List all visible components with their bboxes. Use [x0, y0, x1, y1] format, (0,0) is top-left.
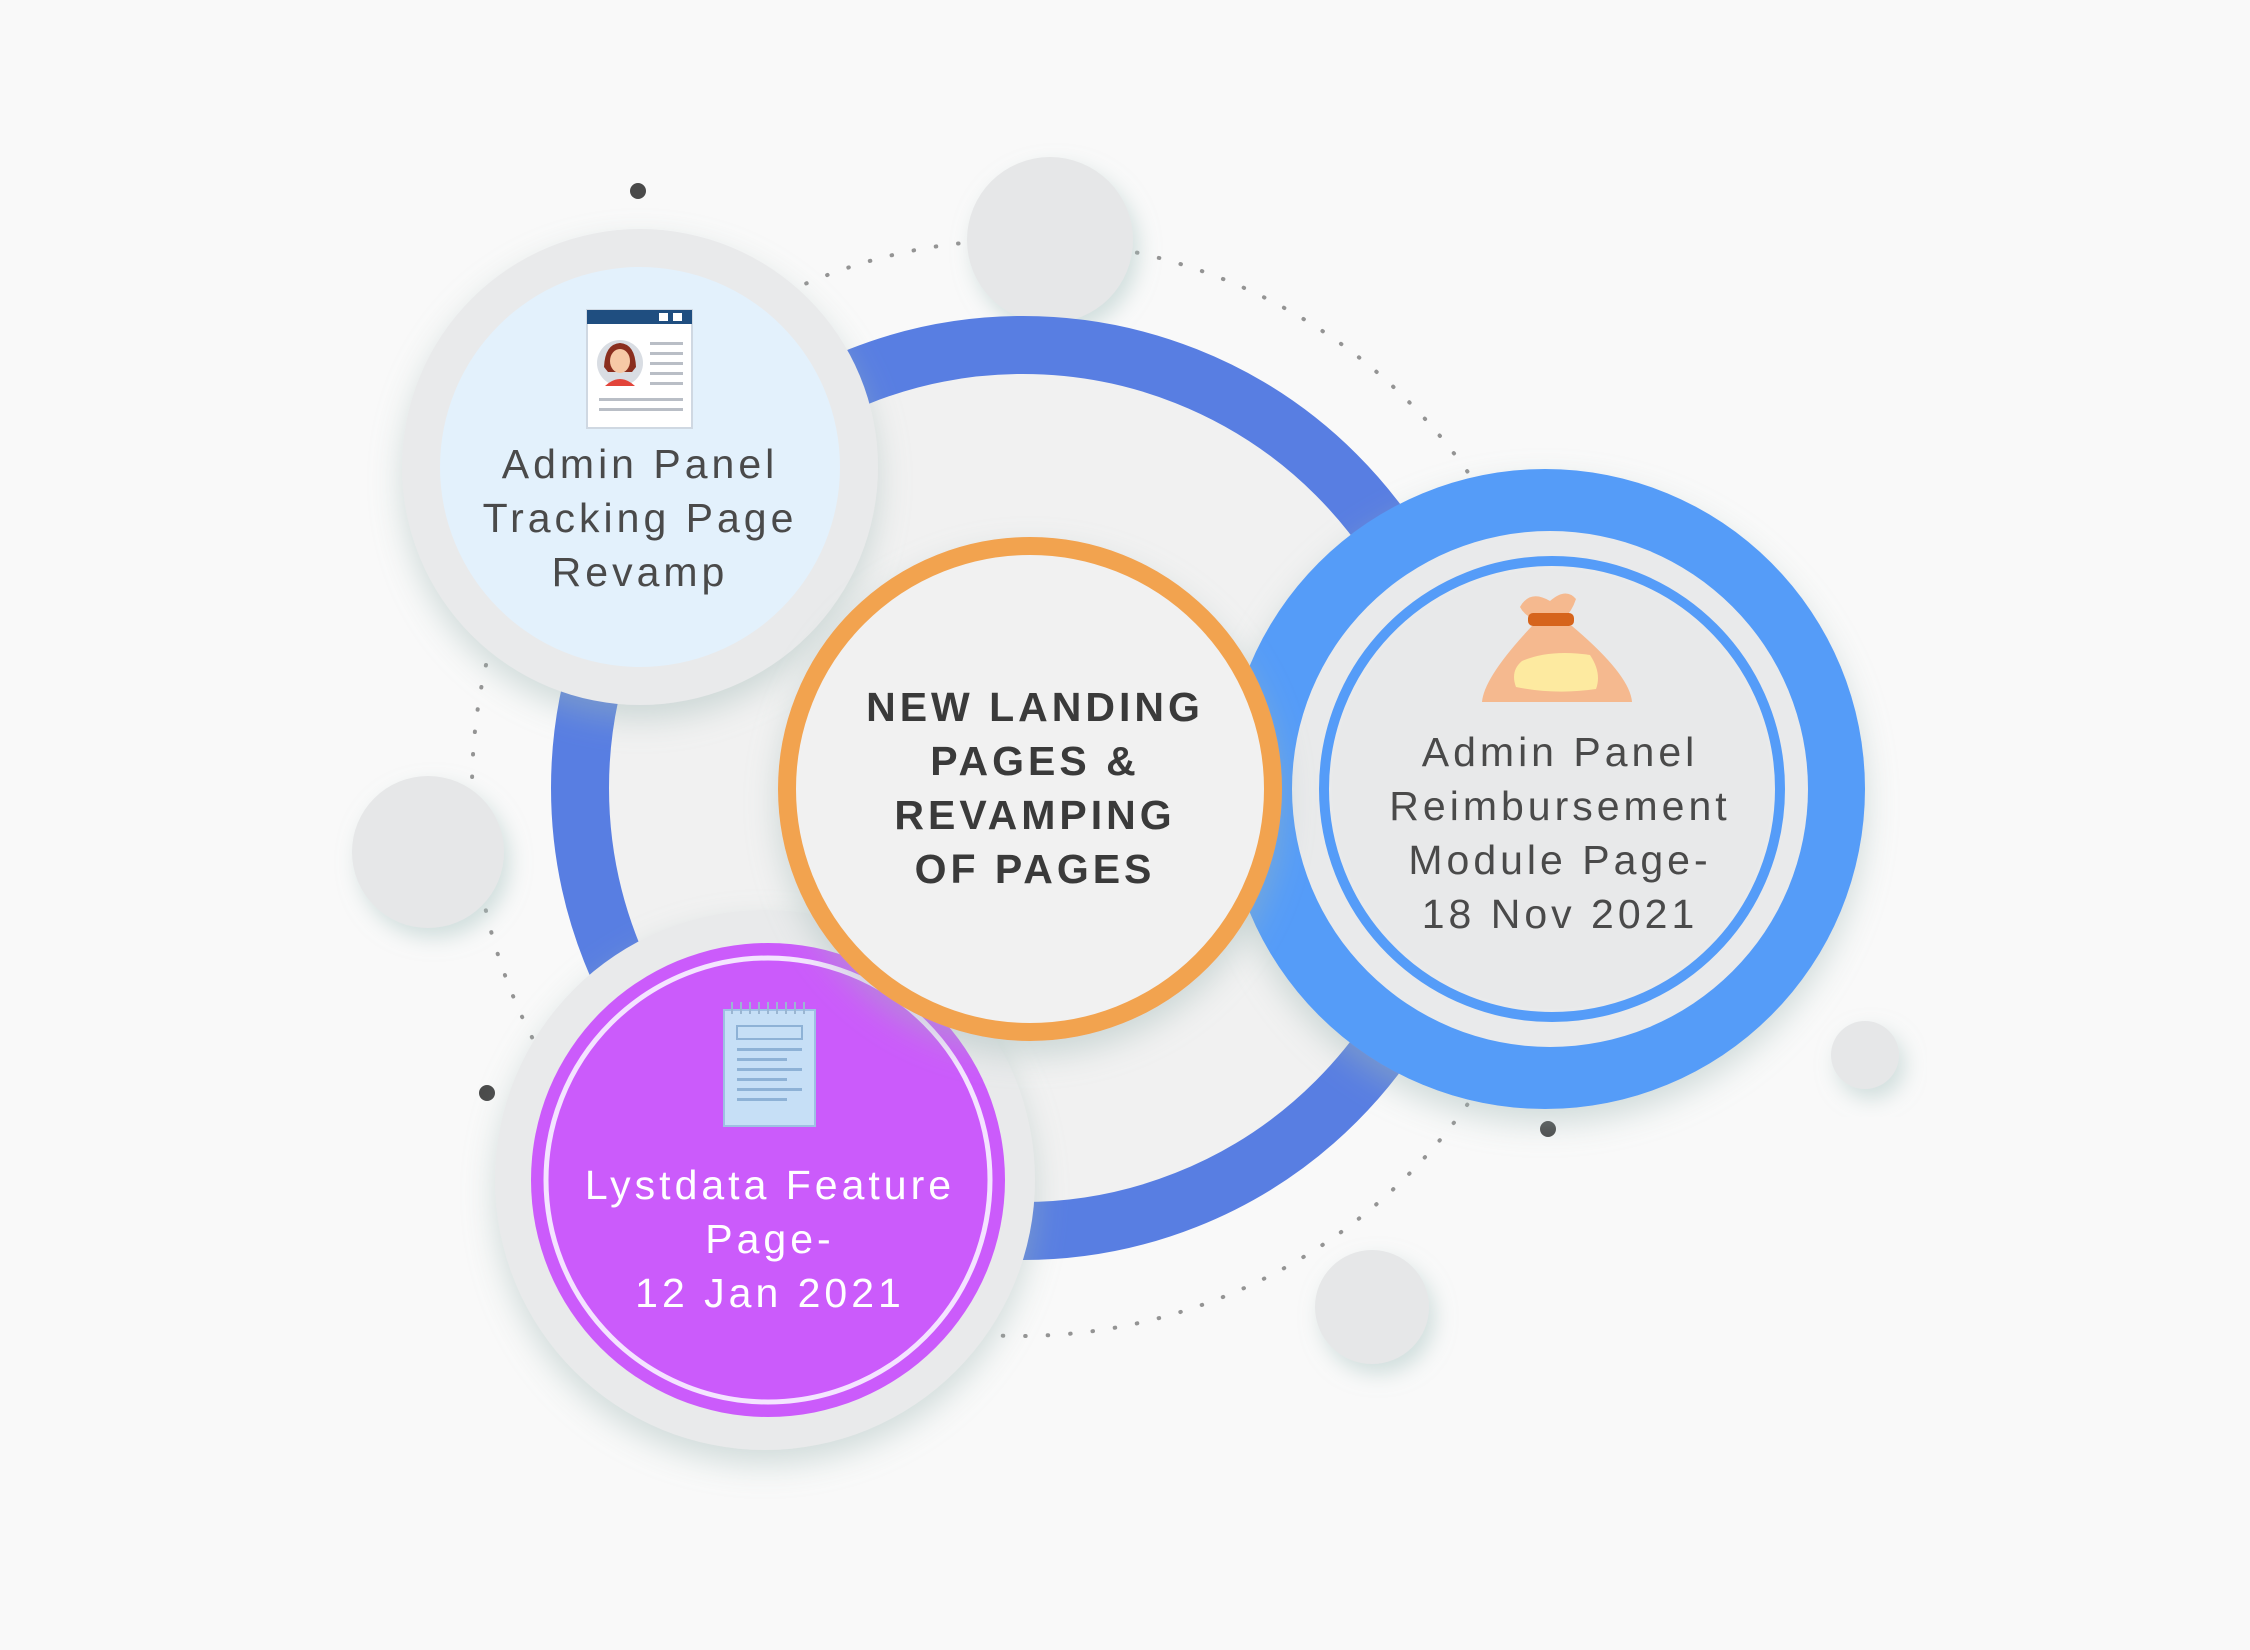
tracking-node-label: Admin Panel Tracking Page Revamp: [482, 441, 798, 595]
center-node: [778, 537, 1282, 1041]
dot: [479, 1085, 495, 1101]
money-bag-icon: [1482, 593, 1632, 702]
reimbursement-node-label: Admin Panel Reimbursement Module Page- 1…: [1389, 729, 1731, 937]
reimbursement-node: [1225, 469, 1865, 1109]
bubble-right: [1831, 1021, 1899, 1089]
tracking-node: [402, 229, 878, 705]
dot: [1540, 1121, 1556, 1137]
dot: [630, 183, 646, 199]
lystdata-node-label: Lystdata Feature Page- 12 Jan 2021: [584, 1162, 956, 1316]
bubble-top: [967, 157, 1133, 323]
notepad-icon: [723, 1002, 816, 1127]
profile-card-icon: [586, 309, 693, 429]
lystdata-node: [495, 910, 1035, 1450]
center-title: NEW LANDING PAGES & REVAMPING OF PAGES: [866, 684, 1204, 892]
bubble-bottom: [1315, 1250, 1429, 1364]
bubble-left: [352, 776, 504, 928]
